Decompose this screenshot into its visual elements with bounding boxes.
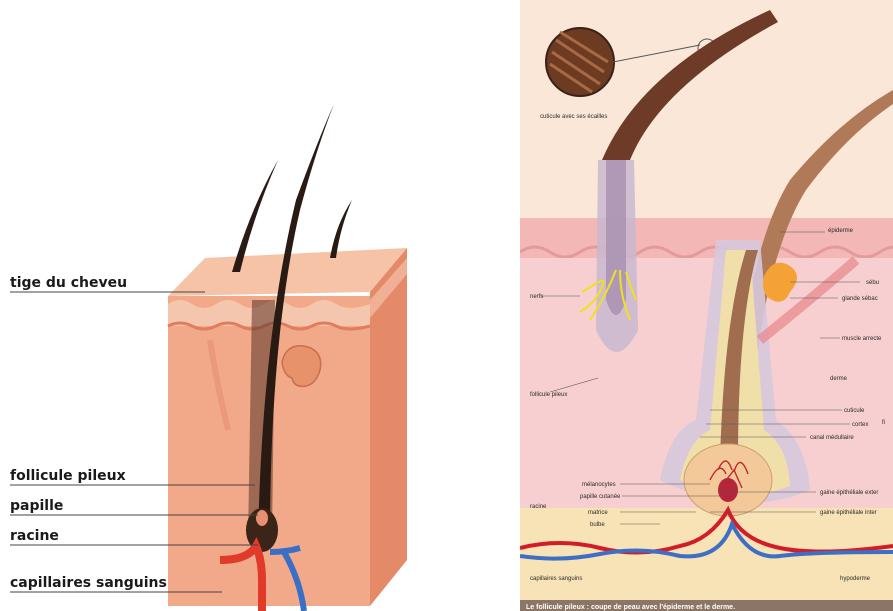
label-papille-cutanee: papille cutanée xyxy=(580,494,621,500)
label-bulbe: bulbe xyxy=(590,522,605,528)
label-hypoderme: hypoderme xyxy=(840,576,871,582)
label-muscle: muscle arrecte xyxy=(842,336,882,342)
figure-caption: Le follicule pileux : coupe de peau avec… xyxy=(526,604,735,611)
label-matrice: matrice xyxy=(588,510,608,516)
label-racine: racine xyxy=(530,504,547,510)
papilla xyxy=(256,510,268,526)
label-racine: racine xyxy=(10,528,59,544)
label-nerfs: nerfs xyxy=(530,294,543,300)
label-sebum: sébu xyxy=(866,280,879,286)
label-capillaires-sanguins: capillaires sanguins xyxy=(10,575,167,591)
label-capillaires: capillaires sanguins xyxy=(530,576,582,582)
hair-3d-block-diagram: tige du cheveu follicule pileux papille … xyxy=(0,0,420,611)
label-derme: derme xyxy=(830,376,848,382)
label-cuticule-ecailles: cuticule avec ses écailles xyxy=(540,114,607,120)
label-canal: canal médullaire xyxy=(810,435,854,441)
label-melanocytes: mélanocytes xyxy=(582,482,616,488)
label-gaine-int: gaine épithéliale inter xyxy=(820,510,877,516)
label-cuticule: cuticule xyxy=(844,408,865,414)
epidermis-layer xyxy=(520,218,893,258)
label-glande: glande sébac xyxy=(842,296,878,302)
label-cortex: cortex xyxy=(852,422,868,428)
label-follicule-pileux: follicule pileux xyxy=(10,468,126,484)
hair-shaft-right xyxy=(330,200,352,258)
left-follicle-inner xyxy=(606,160,626,315)
label-gaine-ext: gaine épithéliale exter xyxy=(820,490,878,496)
label-follicule: follicule pileux xyxy=(530,392,567,398)
follicle-cross-section-diagram: cuticule avec ses écailles épiderme nerf… xyxy=(520,0,893,611)
label-fi: fi xyxy=(882,420,885,426)
label-papille: papille xyxy=(10,498,63,514)
papilla-core xyxy=(718,478,738,502)
label-epiderme: épiderme xyxy=(828,228,854,234)
label-tige-du-cheveu: tige du cheveu xyxy=(10,275,127,291)
